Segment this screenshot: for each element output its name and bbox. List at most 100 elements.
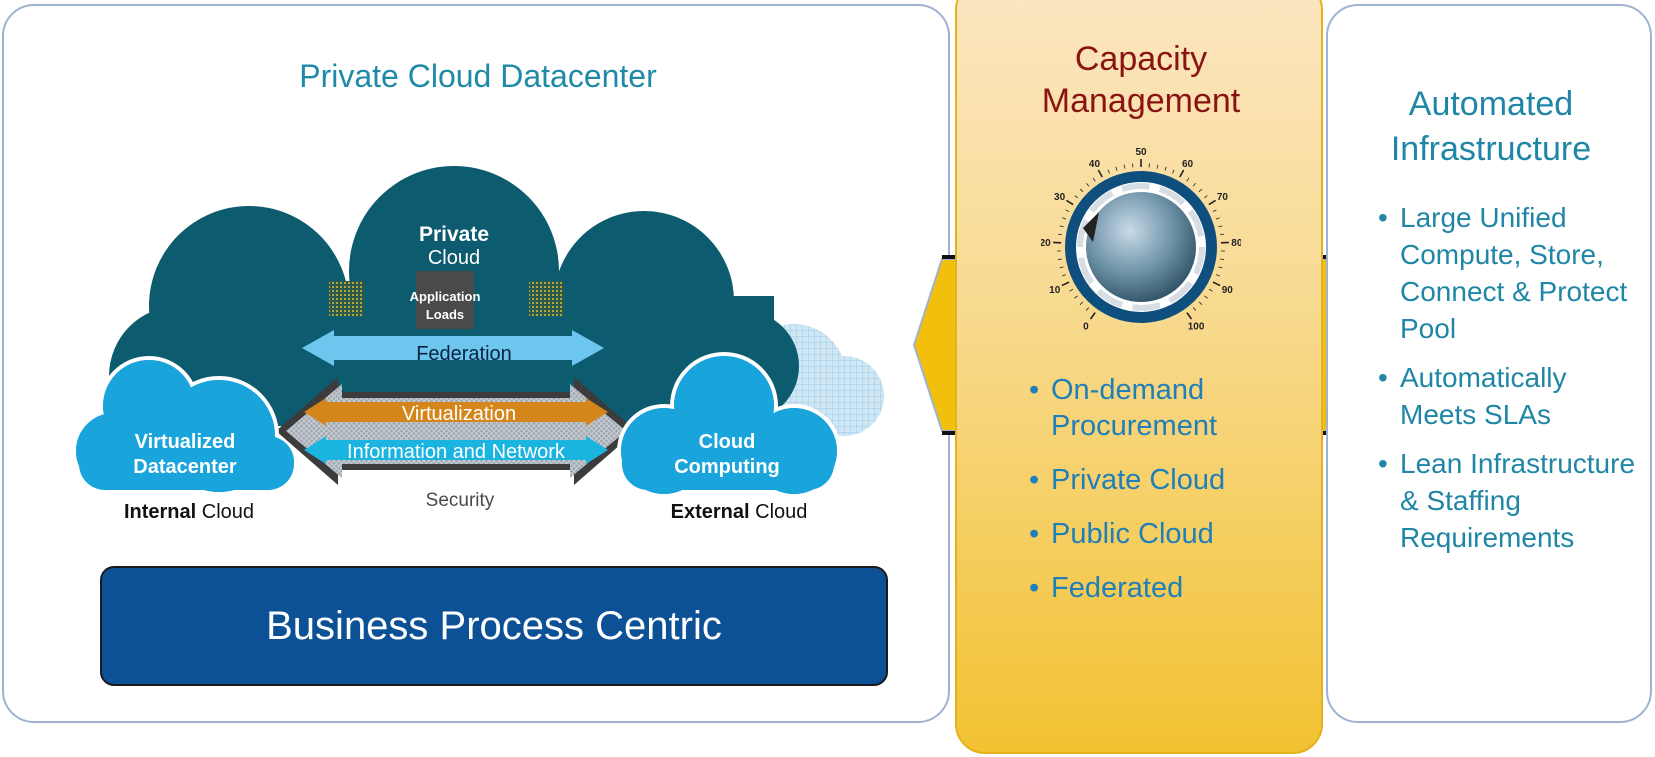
server-chip-icon xyxy=(329,281,364,316)
dial-tick xyxy=(1085,307,1090,311)
cloud-diagram: Private Cloud Application Loads Federati… xyxy=(72,166,884,523)
dial-tick xyxy=(1212,209,1217,213)
cloud-computing-line1: Cloud xyxy=(699,431,756,453)
dial-tick-label: 100 xyxy=(1188,322,1205,333)
dial-segment xyxy=(1168,281,1193,304)
dial-tick xyxy=(1198,188,1203,193)
dial-tick xyxy=(1097,169,1103,178)
dial-tick xyxy=(1215,217,1220,220)
dial-tick xyxy=(1062,217,1067,220)
business-process-centric-box: Business Process Centric xyxy=(100,566,888,686)
private-cloud-label: Cloud xyxy=(428,247,480,269)
dial-segments xyxy=(1077,183,1205,311)
dial-tick-label: 70 xyxy=(1217,192,1229,203)
dial-segment xyxy=(1089,190,1114,213)
dial-tick xyxy=(1203,195,1208,199)
panel-title: Private Cloud Datacenter xyxy=(299,58,657,94)
list-item: Private Cloud xyxy=(1029,462,1319,498)
capacity-title-line1: Capacity xyxy=(1074,40,1208,78)
virtualized-label-line1: Virtualized xyxy=(135,431,236,453)
server-chip-icon xyxy=(529,281,564,316)
dial-tick xyxy=(1057,258,1062,260)
dial-segment xyxy=(1158,186,1186,206)
internal-cloud-label: Internal Cloud xyxy=(124,501,254,523)
dial-tick xyxy=(1092,177,1096,182)
dial-tick xyxy=(1115,166,1118,171)
dial-tick xyxy=(1212,281,1221,287)
application-loads-line1: Application xyxy=(410,289,481,304)
virtualized-label-line2: Datacenter xyxy=(133,456,237,478)
dial-tick xyxy=(1215,274,1220,277)
dial-tick xyxy=(1218,266,1223,269)
capacity-dial-knob: 0 10 20 30 40 50 60 70 80 90 100 xyxy=(1041,147,1241,333)
dial-knob xyxy=(1086,192,1196,302)
dial-tick xyxy=(1179,169,1185,178)
dial-tick xyxy=(1079,301,1084,306)
automated-title: Automated Infrastructure xyxy=(1328,82,1654,172)
dial-tick xyxy=(1208,288,1213,292)
dial-segment xyxy=(1193,247,1205,276)
dial-tick xyxy=(1074,195,1079,199)
dial-tick-label: 30 xyxy=(1054,192,1066,203)
list-item: Public Cloud xyxy=(1029,516,1319,552)
dial-tick-marks xyxy=(1053,159,1229,320)
dial-tick xyxy=(1192,182,1196,187)
federation-label: Federation xyxy=(416,343,512,365)
virtualization-band xyxy=(304,398,608,426)
dial-segment xyxy=(1132,302,1161,311)
dial-tick xyxy=(1156,164,1159,169)
dial-tick xyxy=(1057,233,1063,236)
capacity-list: On-demand Procurement Private Cloud Publ… xyxy=(1029,372,1319,624)
dial-segment xyxy=(1187,209,1205,237)
virtualization-label: Virtualization xyxy=(402,403,516,425)
dial-tick xyxy=(1079,188,1084,193)
dial-tick xyxy=(1074,295,1078,299)
dial-tick xyxy=(1218,225,1223,228)
security-label: Security xyxy=(426,490,495,511)
list-item: Large Unified Compute, Store, Connect & … xyxy=(1378,199,1648,347)
dial-tick-label: 20 xyxy=(1041,238,1051,249)
dial-tick xyxy=(1208,199,1217,206)
dial-tick-label: 90 xyxy=(1222,285,1234,296)
private-cloud-label-bold: Private xyxy=(419,223,489,246)
dial-tick xyxy=(1069,288,1074,292)
list-item: Automatically Meets SLAs xyxy=(1378,359,1648,433)
dial-tick-label: 60 xyxy=(1182,159,1194,170)
dial-tick xyxy=(1220,258,1225,260)
automated-list: Large Unified Compute, Store, Connect & … xyxy=(1378,199,1648,568)
dial-tick xyxy=(1086,182,1090,187)
security-mesh xyxy=(286,384,626,478)
dial-tick xyxy=(1186,177,1190,182)
dial-tick xyxy=(1186,312,1193,320)
automated-title-line2: Infrastructure xyxy=(1390,130,1592,168)
list-item: Federated xyxy=(1029,570,1319,606)
dial-tick xyxy=(1059,225,1064,228)
left-chevron-arrow xyxy=(912,255,958,435)
dial-tick xyxy=(1204,295,1208,299)
dial-tick xyxy=(1061,281,1070,287)
capacity-title-line2: Management xyxy=(1041,82,1241,120)
private-cloud-datacenter-panel: Private Cloud Datacenter xyxy=(2,4,950,723)
dial-tick xyxy=(1059,266,1064,269)
dial-tick xyxy=(1107,169,1110,174)
list-item: On-demand Procurement xyxy=(1029,372,1319,444)
dial-tick xyxy=(1198,301,1203,306)
dial-tick xyxy=(1172,169,1175,174)
automated-infrastructure-panel: Automated Infrastructure Large Unified C… xyxy=(1326,4,1652,723)
dial-tick-label: 80 xyxy=(1231,238,1241,249)
capacity-management-panel: Capacity Management 0 10 20 30 40 50 60 70 80 90 1… xyxy=(955,0,1323,754)
dial-tick-label: 10 xyxy=(1049,285,1061,296)
dial-segment xyxy=(1121,183,1150,192)
dial-tick xyxy=(1065,209,1070,213)
dial-segment xyxy=(1096,288,1124,308)
dial-tick xyxy=(1065,199,1074,206)
information-network-band xyxy=(304,436,608,464)
dial-tick xyxy=(1192,307,1197,311)
dial-tick-label: 0 xyxy=(1083,322,1089,333)
dial-tick-label: 40 xyxy=(1089,159,1101,170)
dial-tick xyxy=(1089,312,1096,320)
dial-pointer-icon xyxy=(1083,212,1099,242)
dial-tick xyxy=(1164,166,1167,171)
list-item: Lean Infrastructure & Staffing Requireme… xyxy=(1378,445,1648,556)
dial-tick-label: 50 xyxy=(1135,147,1147,158)
